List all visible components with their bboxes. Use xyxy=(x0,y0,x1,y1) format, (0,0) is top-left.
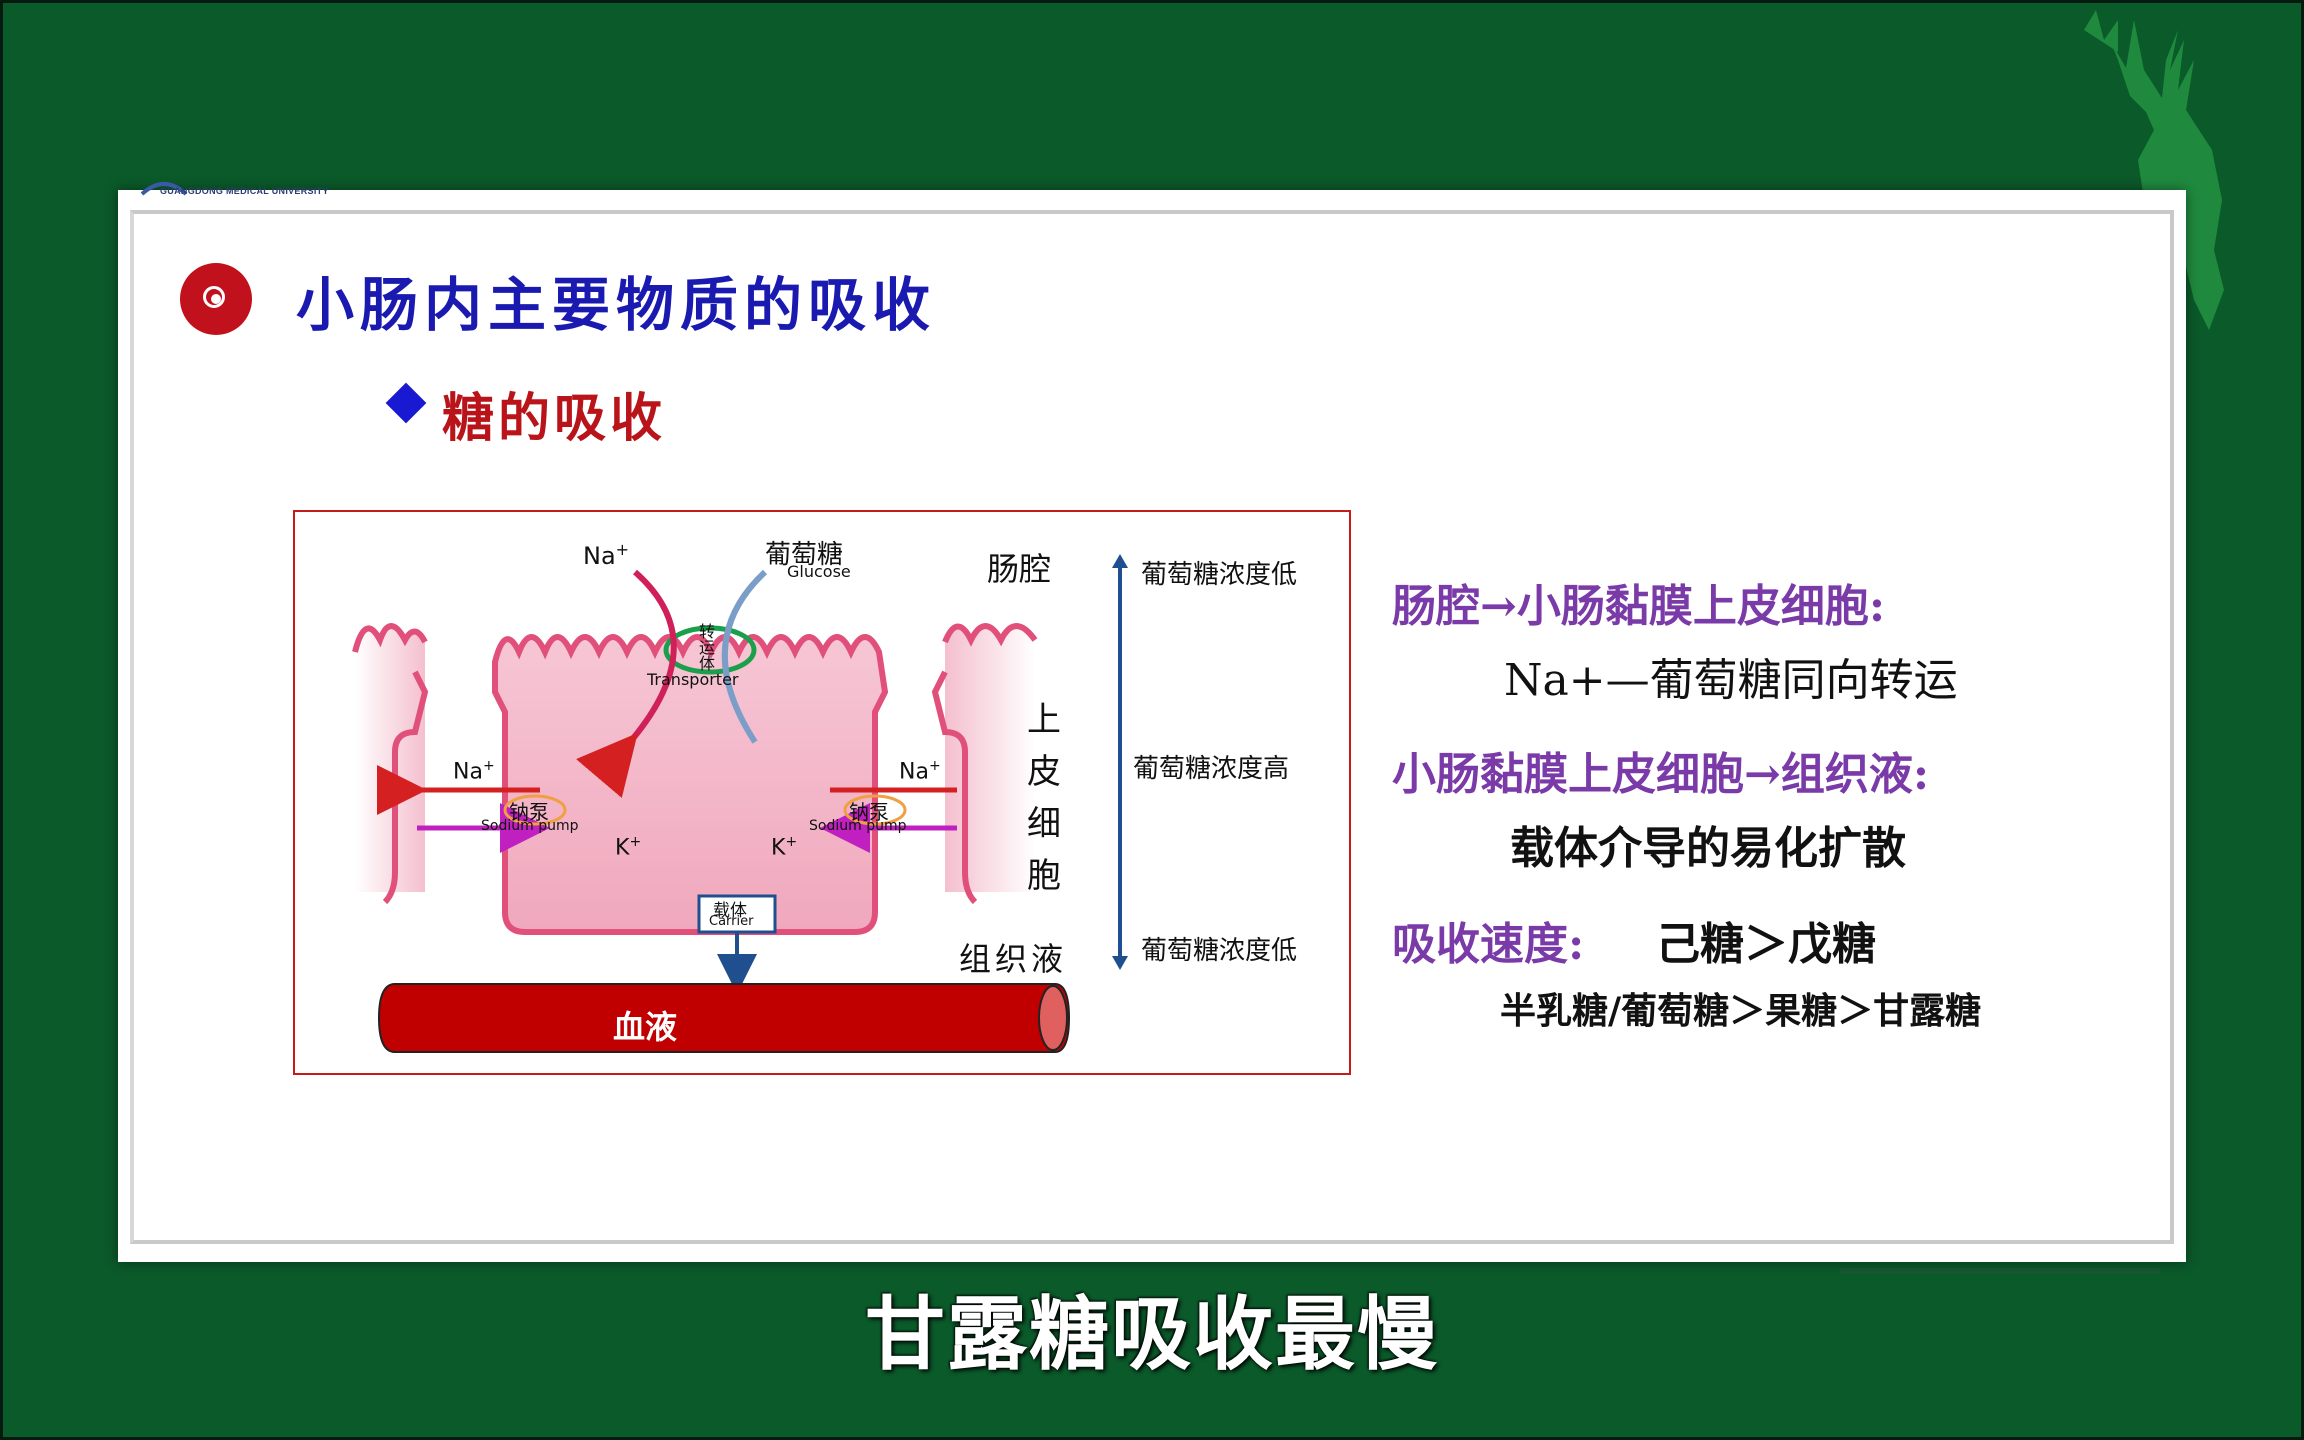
k-left-label: K+ xyxy=(615,834,642,861)
pump-cn-right: 钠泵 xyxy=(849,800,889,824)
right-cell xyxy=(945,626,1035,892)
transporter-en-label: Transporter xyxy=(647,670,739,689)
pump-en-right: Sodium pump xyxy=(809,818,907,834)
note-sugar-order: 半乳糖/葡萄糖＞果糖＞甘露糖 xyxy=(1500,990,1982,1032)
note-rate-label: 吸收速度: xyxy=(1392,919,1585,970)
slide-subtitle: 糖的吸收 xyxy=(442,388,667,449)
conc-low-bottom-label: 葡萄糖浓度低 xyxy=(1141,936,1298,966)
university-logo-icon xyxy=(140,182,188,196)
figure-drawing xyxy=(352,554,1128,1053)
video-caption: 甘露糖吸收最慢 xyxy=(865,1288,1439,1381)
note-cell-to-fluid: 小肠黏膜上皮细胞→组织液: xyxy=(1392,749,1930,800)
conc-high-label: 葡萄糖浓度高 xyxy=(1133,754,1290,784)
slide-inner-border xyxy=(130,210,2174,1244)
university-name: GUANGDONG MEDICAL UNIVERSITY xyxy=(160,186,329,196)
glucose-cn-label: 葡萄糖 xyxy=(765,540,844,570)
pump-cn-left: 钠泵 xyxy=(509,800,549,824)
epithelial-label: 上皮细胞 xyxy=(1027,700,1061,896)
title-bullet-icon xyxy=(180,263,252,335)
na-top-label: Na+ xyxy=(583,540,630,570)
k-right-label: K+ xyxy=(771,834,798,861)
blood-label: 血液 xyxy=(613,1008,678,1046)
pump-en-left: Sodium pump xyxy=(481,818,579,834)
transporter-ellipse xyxy=(663,625,757,675)
epithelial-cell xyxy=(492,634,889,935)
na-transport-arrow xyxy=(576,569,677,799)
note-lumen-to-cell: 肠腔→小肠黏膜上皮细胞: xyxy=(1392,581,1886,632)
conc-low-top-label: 葡萄糖浓度低 xyxy=(1141,560,1298,590)
na-left-label: Na+ xyxy=(453,758,495,785)
glucose-transport-arrow xyxy=(721,569,768,744)
deer-emblem-icon xyxy=(2084,10,2224,330)
carrier-cn-label: 载体 xyxy=(713,901,747,921)
carrier-box xyxy=(697,894,777,934)
absorption-figure: Na+ 葡萄糖 Glucose 转运体 Transporter 肠腔 上皮细胞 … xyxy=(293,510,1351,1075)
left-cell xyxy=(355,626,425,892)
glucose-en-label: Glucose xyxy=(787,562,851,581)
blood-vessel xyxy=(377,983,1071,1053)
faint-watermark xyxy=(1840,1268,2160,1274)
slide-title: 小肠内主要物质的吸收 xyxy=(296,271,937,339)
carrier-en-label: Carrier xyxy=(709,914,754,929)
transporter-cn-label: 转运体 xyxy=(699,622,716,673)
note-facilitated-diffusion: 载体介导的易化扩散 xyxy=(1510,823,1906,874)
note-na-cotransport: Na+—葡萄糖同向转运 xyxy=(1504,655,1958,706)
lumen-label: 肠腔 xyxy=(987,550,1052,588)
na-right-label: Na+ xyxy=(899,758,941,785)
note-rate-value: 己糖＞戊糖 xyxy=(1656,919,1876,970)
tissue-fluid-label: 组织液 xyxy=(959,940,1068,978)
